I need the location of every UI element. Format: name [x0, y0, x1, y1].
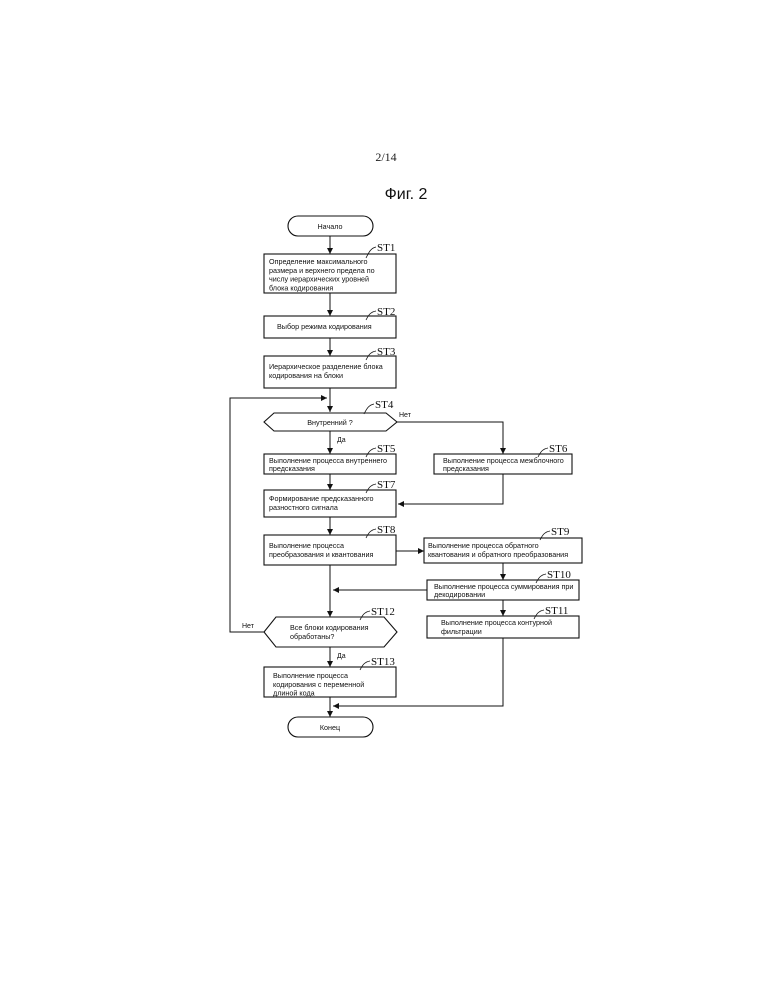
edge-st6-st7	[398, 474, 504, 507]
st11-text: Выполнение процесса контурной фильтрации	[441, 618, 554, 636]
st11-box	[426, 615, 580, 639]
st13-box	[263, 666, 397, 698]
end-terminal	[287, 716, 374, 738]
st10-text: Выполнение процесса суммирования при дек…	[434, 582, 575, 599]
st6-label: ST6	[549, 443, 568, 455]
end-text: Конец	[320, 723, 340, 732]
st9-label: ST9	[551, 526, 570, 538]
st5-text: Выполнение процесса внутреннего предсказ…	[269, 456, 389, 473]
st1-leader	[365, 246, 377, 259]
st8-leader	[365, 528, 377, 539]
st4-text: Внутренний ?	[307, 418, 353, 427]
st13-leader	[359, 660, 371, 671]
st12-no-label: Нет	[242, 623, 255, 630]
st4-yes-label: Да	[337, 437, 346, 444]
start-text: Начало	[317, 222, 342, 231]
st12-label: ST12	[371, 606, 395, 618]
st1-label: ST1	[377, 242, 395, 254]
connectors	[229, 236, 506, 717]
start-terminal	[287, 215, 374, 237]
st3-text: Иерархическое разделение блока кодирован…	[269, 362, 385, 380]
st6-box	[433, 453, 573, 475]
st10-leader	[535, 573, 547, 584]
st12-yes-label: Да	[337, 653, 346, 660]
st3-label: ST3	[377, 346, 396, 358]
st11-leader	[533, 609, 545, 620]
st5-label: ST5	[377, 443, 396, 455]
step-label-leaders	[359, 246, 551, 671]
st4-decision	[263, 412, 398, 432]
st7-label: ST7	[377, 479, 396, 491]
st4-leader	[363, 403, 375, 415]
st10-label: ST10	[547, 569, 571, 581]
st1-box	[263, 253, 397, 294]
st8-label: ST8	[377, 524, 396, 536]
st12-text: Все блоки кодирования обработаны?	[290, 623, 370, 641]
st7-leader	[365, 483, 377, 494]
st8-box	[263, 534, 397, 566]
st6-text: Выполнение процесса межблочного предсказ…	[443, 456, 566, 473]
st11-label: ST11	[545, 605, 568, 617]
st2-text: Выбор режима кодирования	[277, 322, 372, 331]
st12-leader	[359, 610, 371, 621]
st2-label: ST2	[377, 306, 395, 318]
st8-text: Выполнение процесса преобразования и ква…	[269, 541, 374, 559]
st9-leader	[539, 530, 551, 541]
edge-st4-st6	[397, 421, 506, 454]
st5-leader	[365, 447, 377, 458]
st7-box	[263, 489, 397, 518]
st10-box	[426, 579, 580, 601]
figure-title: Фиг. 2	[384, 186, 428, 203]
st6-leader	[537, 447, 549, 458]
st5-box	[263, 453, 397, 475]
st3-leader	[365, 350, 377, 361]
st2-leader	[365, 310, 377, 321]
st1-text: Определение максимального размера и верх…	[269, 257, 377, 292]
st4-label: ST4	[375, 399, 394, 411]
st9-text: Выполнение процесса обратного квантовани…	[428, 541, 568, 559]
st13-label: ST13	[371, 656, 395, 668]
st3-box	[263, 355, 397, 389]
st2-box	[263, 315, 397, 339]
edge-st11-end	[333, 638, 504, 709]
edge-st12-loop	[229, 395, 327, 633]
st4-no-label: Нет	[399, 412, 412, 419]
st9-box	[423, 537, 583, 564]
st12-decision	[263, 616, 398, 648]
page-number: 2/14	[375, 150, 397, 164]
st13-text: Выполнение процесса кодирования с переме…	[273, 671, 366, 698]
st7-text: Формирование предсказанного разностного …	[269, 494, 376, 512]
